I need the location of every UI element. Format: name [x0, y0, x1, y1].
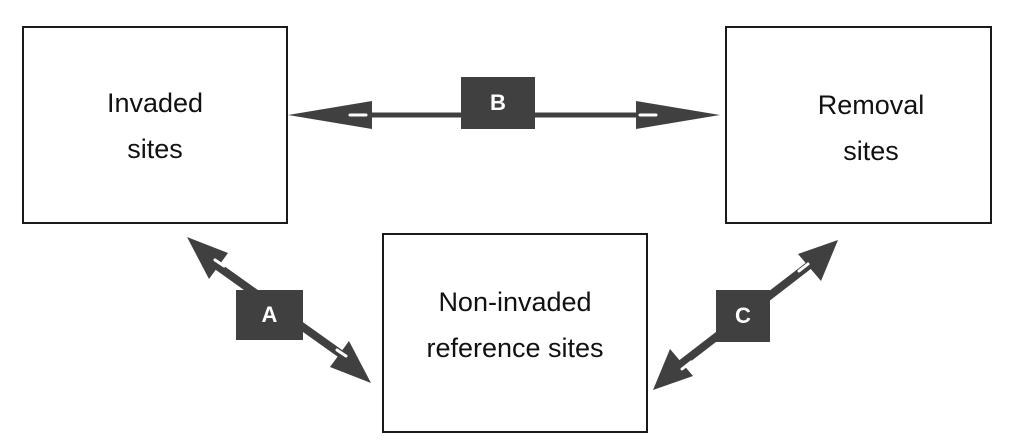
- arrow-b-head-right: [636, 101, 720, 129]
- link-tag-b: B: [461, 77, 535, 129]
- arrow-a-head-upper: [187, 237, 228, 279]
- arrow-a-head-lower: [330, 341, 371, 383]
- link-tag-a: A: [236, 290, 303, 340]
- removal-sites-label: Removal sites: [817, 90, 925, 166]
- reference-sites-box: [382, 233, 648, 433]
- arrow-c-head-upper: [798, 240, 838, 281]
- arrow-c-highlight-lower: [680, 360, 693, 371]
- invaded-sites-box: [22, 26, 288, 224]
- reference-sites-label: Non-invaded reference sites: [426, 287, 604, 363]
- arrow-c-highlight-upper: [797, 262, 810, 273]
- arrow-a-highlight-lower: [335, 348, 348, 358]
- removal-sites-box: [725, 26, 992, 224]
- arrow-a-highlight-upper: [213, 258, 226, 268]
- invaded-sites-label: Invaded sites: [106, 88, 204, 164]
- arrow-c-head-lower: [653, 349, 693, 390]
- arrow-b-head-left: [288, 101, 372, 129]
- link-tag-c: C: [716, 290, 770, 342]
